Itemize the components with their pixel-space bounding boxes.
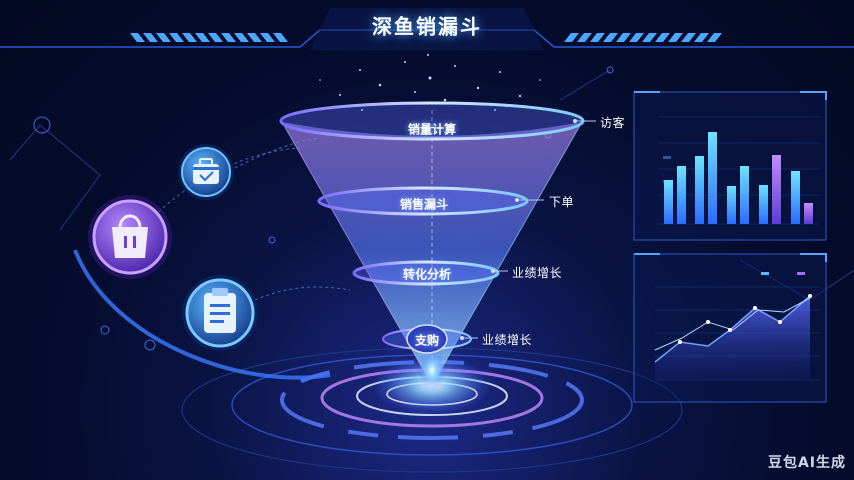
funnel [281, 110, 583, 392]
funnel-stage-4-label: 支购 [414, 333, 440, 348]
stage-3-side-label: 业绩增长 [512, 266, 563, 280]
swoosh-arc [73, 249, 331, 380]
watermark: 豆包AI生成 [767, 455, 846, 471]
stage-1-side-label: 访客 [600, 116, 626, 130]
stage-4-side-label: 业绩增长 [482, 333, 533, 347]
header-decoration [0, 8, 854, 50]
area-chart-panel [633, 253, 827, 403]
bar-chart-panel [633, 91, 827, 241]
funnel-stage-2-label: 销售漏斗 [399, 197, 449, 212]
stage-2-side-label: 下单 [549, 195, 575, 209]
funnel-rings [279, 101, 585, 354]
funnel-stage-1-label: 销量计算 [407, 122, 457, 137]
clipboard-icon [182, 275, 258, 351]
briefcase-icon [178, 144, 234, 200]
stage-connectors [462, 120, 596, 339]
funnel-stage-3-label: 转化分析 [402, 267, 452, 282]
shopping-bag-icon [88, 195, 172, 279]
page-title: 深鱼销漏斗 [372, 14, 482, 39]
